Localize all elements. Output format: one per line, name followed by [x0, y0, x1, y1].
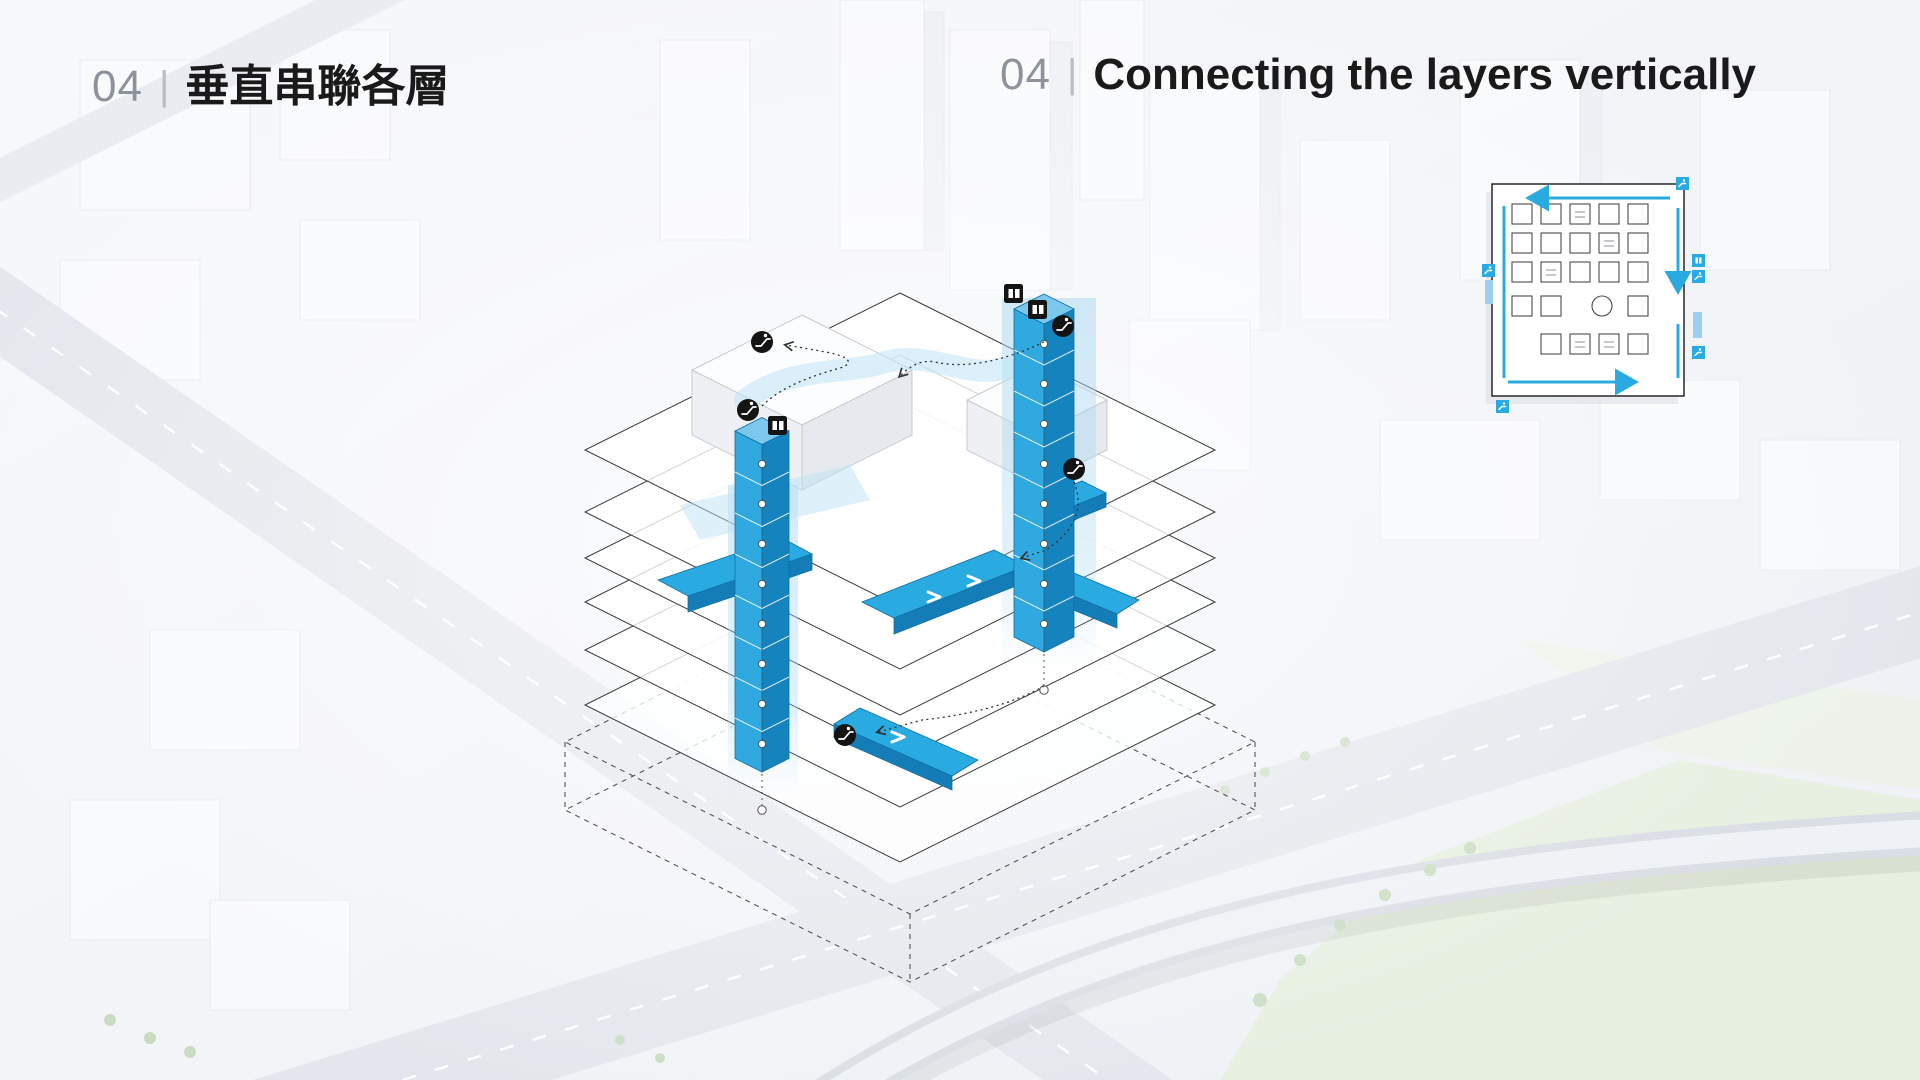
core-marker-right — [1693, 312, 1702, 338]
route-mid-right — [1019, 481, 1079, 561]
badges — [737, 284, 1085, 746]
title-separator-zh: | — [158, 64, 170, 108]
elevator-icon — [768, 416, 787, 435]
escalator-tag — [1692, 346, 1705, 359]
escalator-icon — [834, 724, 856, 746]
escalator-icon — [1052, 315, 1074, 337]
core-right — [1013, 293, 1075, 695]
elevator-tag — [1692, 254, 1705, 267]
escalator-icon — [737, 399, 759, 421]
page-title-en: Connecting the layers vertically — [1093, 50, 1757, 99]
escalator-tag — [1676, 177, 1689, 190]
axon-diagram — [563, 284, 1257, 983]
elevator-icon — [1028, 300, 1047, 319]
plan-room-icons — [1546, 211, 1614, 348]
escalator-icon — [1063, 458, 1085, 480]
title-separator-en: | — [1066, 52, 1078, 96]
escalator-tag — [1692, 270, 1705, 283]
escalator-icon — [751, 331, 773, 353]
slide-number-en: 04 — [1000, 50, 1051, 99]
route-top-right — [897, 341, 1045, 379]
ramp-bottom — [833, 707, 979, 791]
route-top-left — [761, 340, 850, 407]
title-zh: 04 | 垂直串聯各層 — [92, 50, 449, 114]
escalator-tag — [1496, 400, 1509, 413]
plan-circulation-loop — [1502, 184, 1692, 396]
plan-circle-room — [1591, 295, 1613, 317]
slide-number-zh: 04 — [92, 62, 143, 111]
core-left-floor-lines — [734, 471, 790, 733]
plan-tags — [1482, 177, 1705, 413]
route-bottom — [875, 685, 1045, 736]
circulation-routes — [761, 340, 1079, 736]
page-title-zh: 垂直串聯各層 — [185, 62, 450, 111]
escalator-tag — [1482, 264, 1495, 277]
core-left — [734, 417, 790, 815]
title-en: 04 | Connecting the layers vertically — [1000, 50, 1756, 100]
core-right-stop-dots — [1039, 339, 1049, 695]
glow-ribbon — [734, 348, 1016, 411]
elevator-icon — [1004, 284, 1023, 303]
key-plan — [1482, 177, 1705, 413]
plan-room-grid — [1511, 203, 1649, 355]
core-marker-left — [1485, 280, 1493, 304]
core-left-stop-dots — [757, 459, 767, 815]
